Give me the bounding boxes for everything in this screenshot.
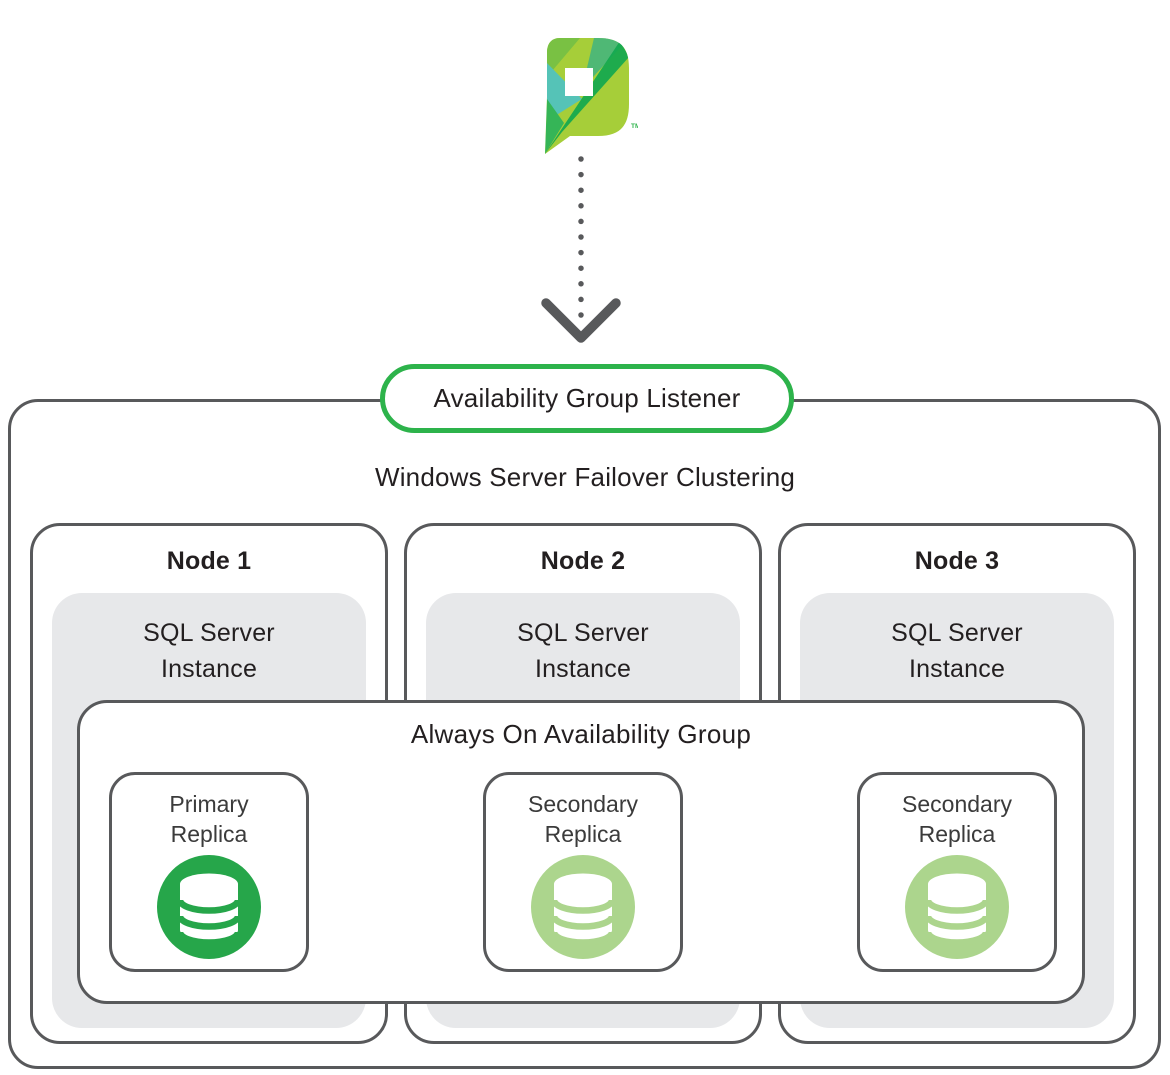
database-icon [531,855,635,959]
logo-wedge-diagonal [545,41,629,154]
database-icon [905,855,1009,959]
availability-group-box: Always On Availability Group Primary Rep… [77,700,1085,1004]
secondary-replica-1-label: Secondary Replica [528,791,638,847]
pure-storage-logo: TM [545,38,638,154]
failover-cluster-title: Windows Server Failover Clustering [374,462,796,492]
database-icon [157,855,261,959]
node-2-sql-instance-label: SQL Server Instance [517,619,649,683]
node-3-title: Node 3 [914,547,1000,575]
logo-wedge-teal [547,63,582,121]
secondary-replica-1-box: Secondary Replica [483,772,683,972]
logo-trademark: TM [631,123,638,130]
node-2-title: Node 2 [540,547,626,575]
logo-white-square [565,68,593,96]
database-icon-stripes [550,899,616,946]
database-icon-stripes [176,899,242,946]
primary-replica-box: Primary Replica [109,772,309,972]
primary-replica-label: Primary Replica [169,791,249,847]
logo-wedge-bottomleft [545,99,564,154]
availability-group-listener-label: Availability Group Listener [433,383,741,413]
secondary-replica-2-box: Secondary Replica [857,772,1057,972]
availability-group-title: Always On Availability Group [410,719,752,749]
node-3-sql-instance-label: SQL Server Instance [891,619,1023,683]
down-arrow-head [541,298,621,343]
down-arrow-icon [541,156,621,343]
node-1-sql-instance-label: SQL Server Instance [143,619,275,683]
secondary-replica-2-label: Secondary Replica [902,791,1012,847]
node-1-title: Node 1 [166,547,252,575]
availability-group-listener-pill: Availability Group Listener [380,364,794,433]
logo-wedge-topleft [547,38,580,77]
database-icon-stripes [924,899,990,946]
